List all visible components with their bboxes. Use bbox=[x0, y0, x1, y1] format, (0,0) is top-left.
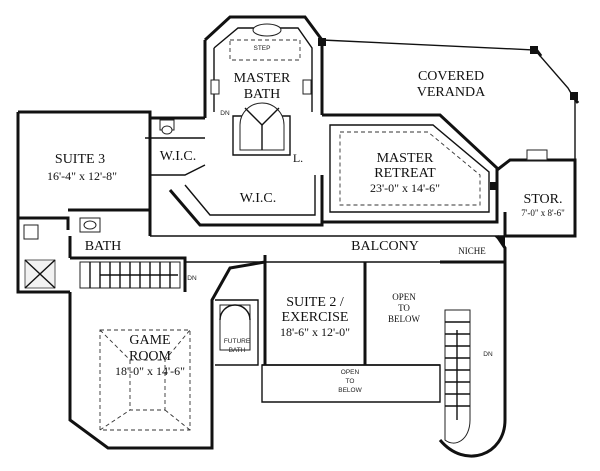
master-bath-label-1: MASTER bbox=[234, 71, 291, 86]
game-room-name-1: GAME bbox=[129, 333, 170, 348]
open-below-right-2: TO bbox=[398, 303, 410, 313]
dn-stair-left-label: DN bbox=[187, 275, 197, 282]
master-retreat-name-2: RETREAT bbox=[374, 166, 436, 181]
niche-label: NICHE bbox=[458, 246, 486, 256]
ceiling-dashes bbox=[99, 39, 481, 431]
room-labels: STEP MASTER BATH DN COVERED VERANDA SUIT… bbox=[47, 45, 565, 394]
linen-label: L. bbox=[293, 151, 303, 165]
bath-label: BATH bbox=[85, 239, 122, 254]
wic-center-label: W.I.C. bbox=[240, 191, 276, 206]
game-room-name-2: ROOM bbox=[129, 349, 172, 364]
future-bath-label-2: BATH bbox=[229, 347, 246, 354]
suite2-name-1: SUITE 2 / bbox=[286, 295, 344, 310]
fixtures bbox=[23, 23, 578, 289]
wic-left-label: W.I.C. bbox=[160, 149, 196, 164]
open-below-right-1: OPEN bbox=[392, 292, 416, 302]
storage-name: STOR. bbox=[523, 192, 562, 207]
storage-dims: 7'-0" x 8'-6" bbox=[521, 208, 565, 218]
covered-veranda-label-1: COVERED bbox=[418, 69, 484, 84]
stair-future-bath bbox=[219, 304, 251, 351]
future-bath-label-1: FUTURE bbox=[224, 338, 251, 345]
interior-walls bbox=[68, 27, 505, 366]
game-room-dims: 18'-0" x 14'-6" bbox=[115, 364, 185, 378]
balcony-label: BALCONY bbox=[351, 239, 419, 254]
suite3-dims: 16'-4" x 12'-8" bbox=[47, 169, 117, 183]
open-below-lower-3: BELOW bbox=[338, 387, 362, 394]
stair-spiral-master-bath bbox=[239, 102, 285, 151]
step-label: STEP bbox=[254, 45, 271, 52]
master-retreat-dims: 23'-0" x 14'-6" bbox=[370, 181, 440, 195]
covered-veranda-label-2: VERANDA bbox=[417, 85, 486, 100]
open-below-lower-1: OPEN bbox=[341, 369, 360, 376]
stair-right bbox=[444, 309, 471, 444]
open-below-lower-2: TO bbox=[346, 378, 355, 385]
suite2-dims: 18'-6" x 12'-0" bbox=[280, 325, 350, 339]
dn-stair-right-label: DN bbox=[483, 351, 493, 358]
master-bath-label-2: BATH bbox=[244, 87, 281, 102]
dn-master-bath-label: DN bbox=[220, 110, 230, 117]
open-below-right-3: BELOW bbox=[388, 314, 420, 324]
stair-left bbox=[79, 261, 181, 289]
master-retreat-name-1: MASTER bbox=[377, 151, 434, 166]
suite2-name-2: EXERCISE bbox=[282, 310, 349, 325]
suite3-name: SUITE 3 bbox=[55, 152, 105, 167]
